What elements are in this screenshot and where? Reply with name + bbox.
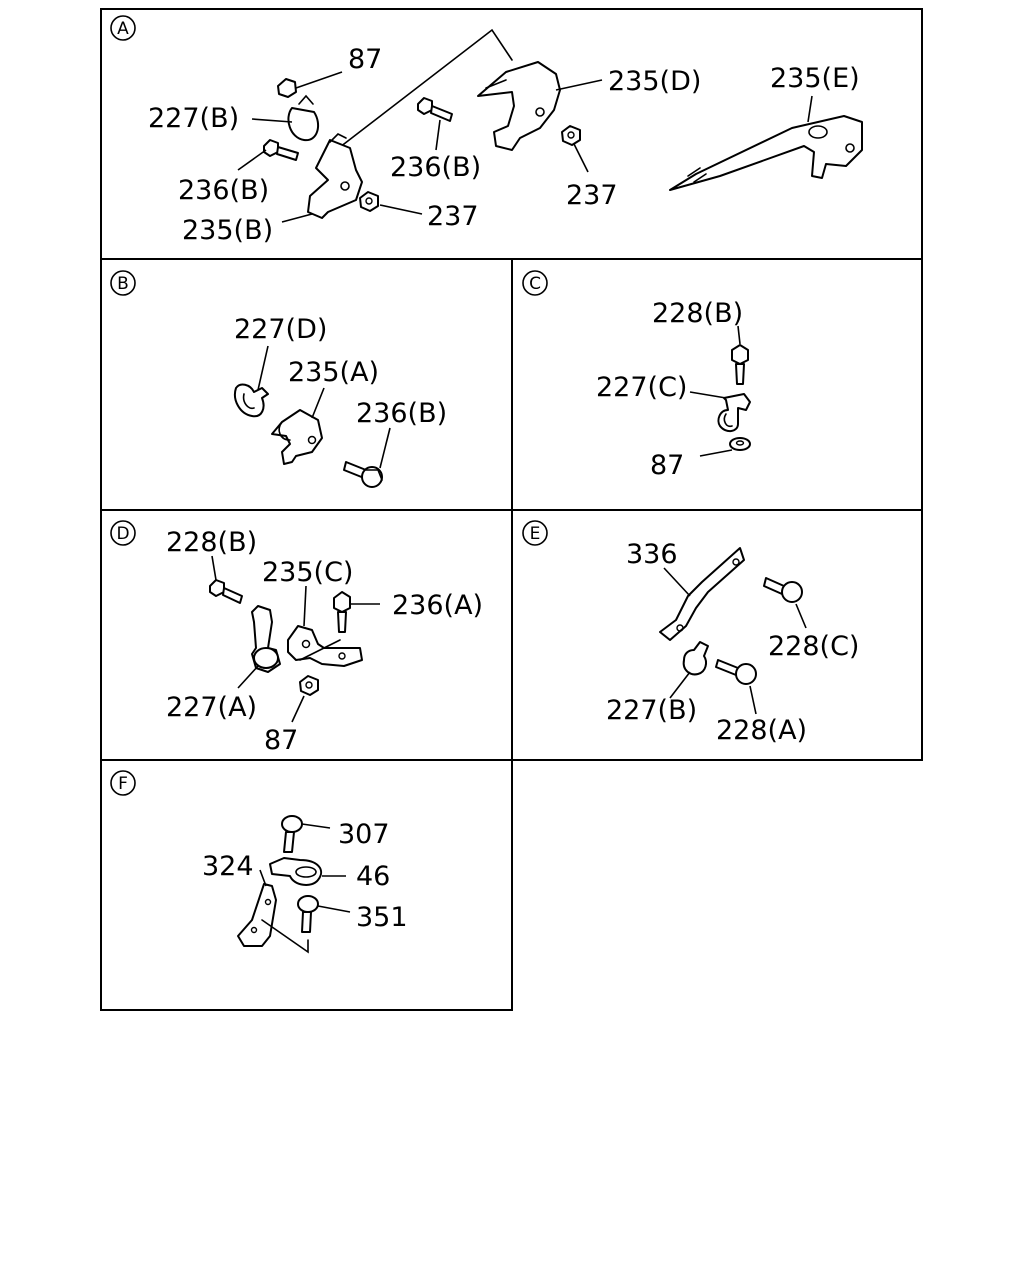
panel-f-letter: F (118, 774, 128, 794)
label-228a: 228(A) (716, 715, 807, 746)
panel-c-frame (511, 258, 923, 511)
bolt-236b-b-icon (343, 461, 383, 488)
label-227d: 227(D) (234, 314, 327, 345)
label-228b-c: 228(B) (652, 298, 743, 329)
panel-e-drawing (659, 547, 807, 715)
panel-a-letter: A (117, 19, 129, 39)
clamp-227b-e-icon (682, 641, 709, 676)
label-227a: 227(A) (166, 692, 257, 723)
panel-d-letter: D (116, 524, 129, 544)
label-236a: 236(A) (392, 590, 483, 621)
clamp-227b-icon (287, 94, 320, 142)
panel-e-marker: E (522, 520, 548, 546)
label-235a: 235(A) (288, 357, 379, 388)
label-227b: 227(B) (148, 103, 239, 134)
panel-e-frame (511, 509, 923, 761)
bracket-235c-icon (287, 625, 363, 667)
label-236b-left: 236(B) (178, 175, 269, 206)
panel-d-drawing (209, 555, 380, 723)
label-307: 307 (338, 819, 390, 850)
label-324: 324 (202, 851, 254, 882)
clamp-227d-icon (234, 383, 269, 418)
label-237-left: 237 (427, 201, 479, 232)
panel-f-frame (100, 759, 513, 1011)
bolt-236a-icon (333, 591, 351, 633)
panel-a-drawing (237, 28, 863, 223)
panel-d-marker: D (110, 520, 136, 546)
label-235c: 235(C) (262, 557, 353, 588)
nut-87-icon (277, 78, 297, 98)
bolt-236b-mid-icon (417, 97, 453, 122)
label-236b-mid: 236(B) (390, 152, 481, 183)
panel-c-marker: C (522, 270, 548, 296)
label-87: 87 (348, 44, 382, 75)
panel-a-marker: A (110, 15, 136, 41)
bolt-228b-d-icon (209, 579, 243, 604)
label-227c: 227(C) (596, 372, 687, 403)
label-87-c: 87 (650, 450, 684, 481)
label-228c: 228(C) (768, 631, 859, 662)
bolt-228c-icon (763, 577, 803, 603)
clamp-227a-icon (251, 605, 281, 673)
label-336: 336 (626, 539, 678, 570)
clip-46-icon (269, 857, 323, 886)
bracket-235d-icon (477, 61, 561, 151)
bracket-235e-icon (669, 115, 863, 191)
label-351: 351 (356, 902, 408, 933)
label-235e: 235(E) (770, 63, 860, 94)
label-237-mid: 237 (566, 180, 618, 211)
label-228b-d: 228(B) (166, 527, 257, 558)
panel-b-marker: B (110, 270, 136, 296)
clamp-227c-icon (717, 393, 751, 432)
nut-237-left-icon (359, 191, 379, 212)
nut-87-d-icon (299, 675, 319, 696)
bolt-228b-c-icon (731, 344, 749, 385)
bolt-351-icon (297, 895, 319, 933)
panel-c-drawing (689, 325, 751, 457)
label-46: 46 (356, 861, 390, 892)
panel-f-marker: F (110, 770, 136, 796)
nut-237-mid-icon (561, 125, 581, 146)
label-227b-e: 227(B) (606, 695, 697, 726)
label-235d: 235(D) (608, 66, 701, 97)
panel-b-letter: B (117, 274, 129, 294)
label-236b-b: 236(B) (356, 398, 447, 429)
bolt-236b-left-icon (263, 139, 299, 161)
washer-87-c-icon (729, 437, 751, 451)
bolt-228a-icon (715, 659, 757, 685)
panel-f-drawing (237, 815, 351, 954)
bracket-336-icon (659, 547, 745, 641)
bracket-324-icon (237, 883, 277, 947)
bracket-235a-icon (271, 409, 323, 465)
panel-c-letter: C (529, 274, 541, 294)
panel-b-drawing (234, 345, 391, 488)
panel-e-letter: E (530, 524, 541, 544)
bolt-307-icon (281, 815, 303, 853)
label-87-d: 87 (264, 725, 298, 756)
bracket-235b-icon (307, 133, 363, 219)
label-235b: 235(B) (182, 215, 273, 246)
